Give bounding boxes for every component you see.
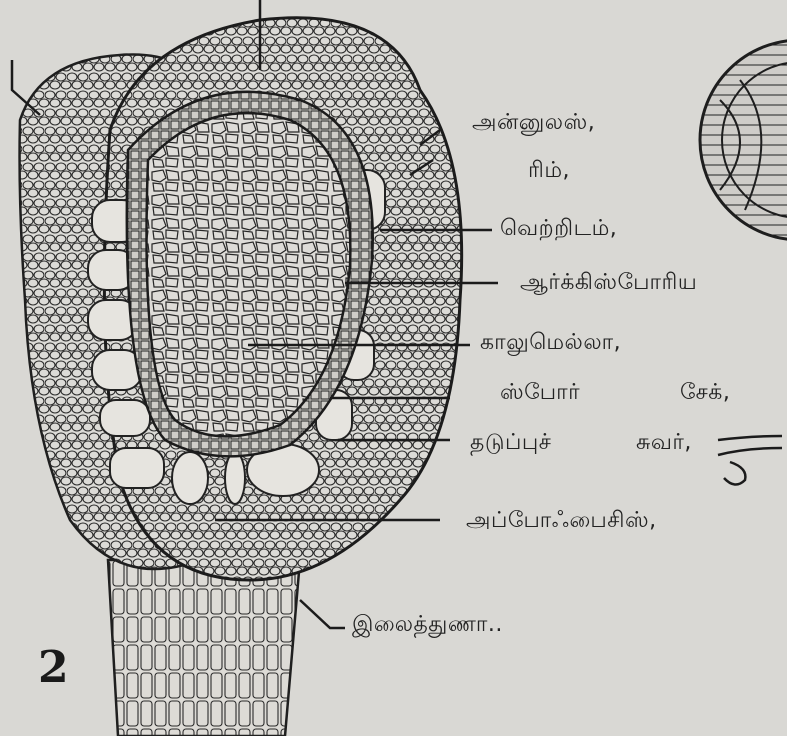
label-archesporium: ஆர்க்கிஸ்போரிய [520,270,697,298]
label-cavity: வெற்றிடம், [500,216,617,244]
label-annulus: அன்னுலஸ், [472,110,595,138]
label-columella: காலுமெல்லா, [480,330,621,358]
seta-stalk [108,560,300,736]
label-septum-a: தடுப்புச் [470,430,551,458]
label-rim: ரிம், [528,158,570,186]
label-apophysis: அப்போஃபைசிஸ், [466,508,657,536]
label-spore-sac-b: சேக், [680,380,730,408]
label-spore-sac-a: ஸ்போர் [500,380,580,408]
label-septum-b: சுவர், [636,430,692,458]
label-seta: இலைத்துணா.. [352,612,503,640]
figure-number: 2 [38,642,69,693]
